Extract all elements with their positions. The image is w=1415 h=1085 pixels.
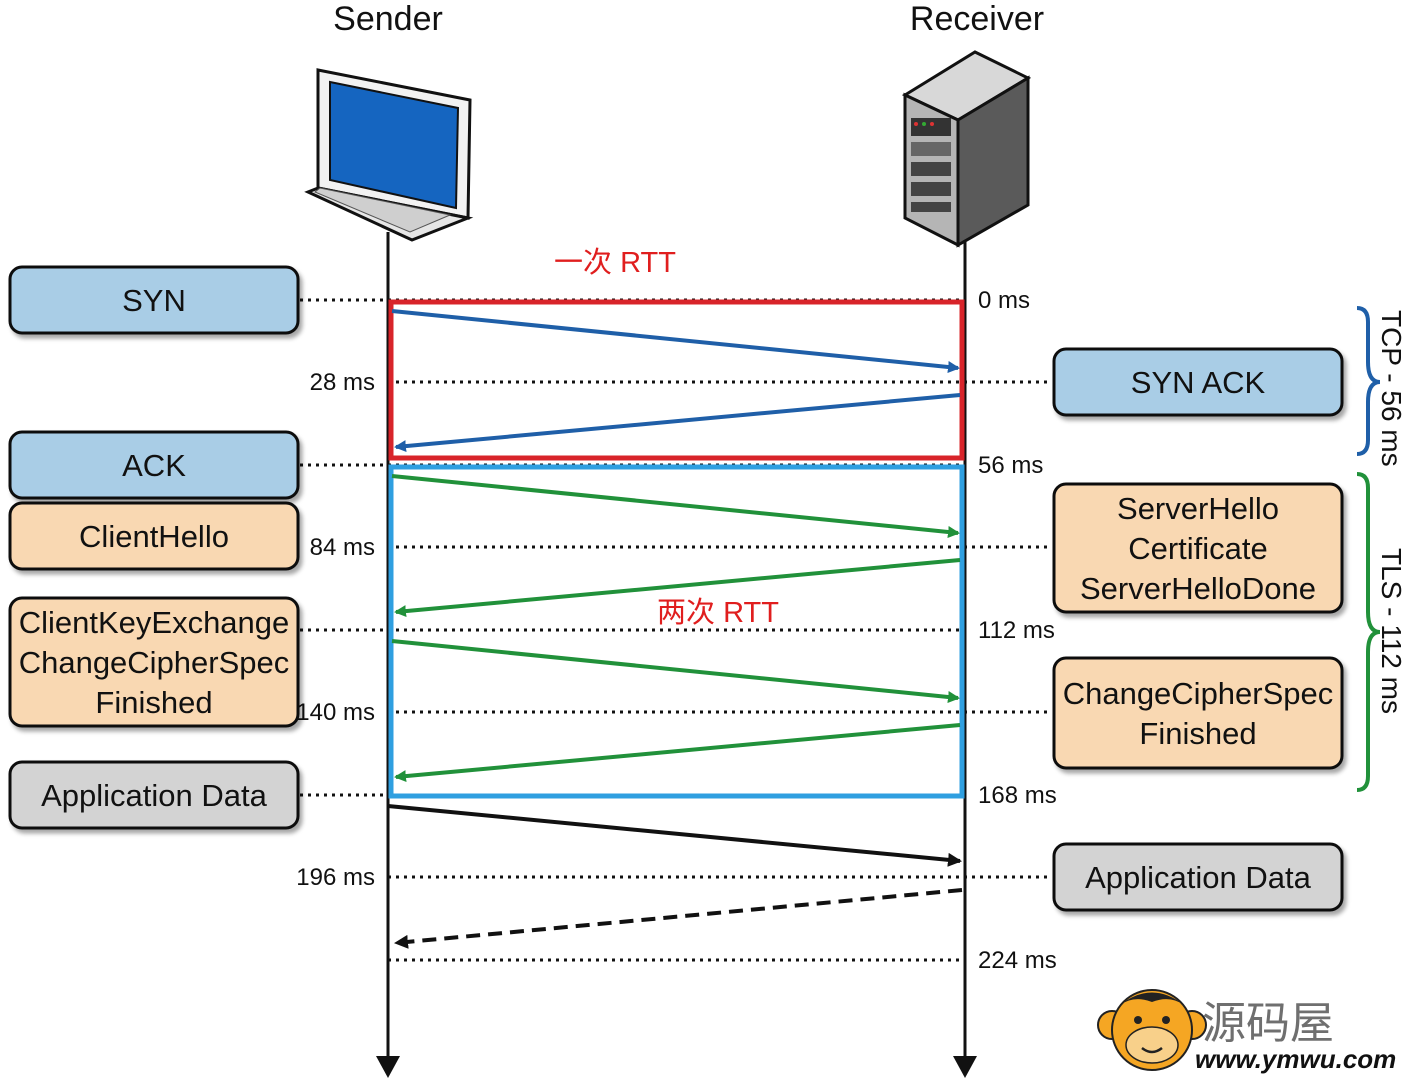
sender-label: Sender (333, 0, 443, 38)
time-label-84: 84 ms (310, 534, 375, 561)
syn-arrow (391, 309, 960, 373)
tls-brace (1356, 472, 1381, 792)
receiver-app-data-box: Application Data (1052, 842, 1344, 912)
syn-ack-box: SYN ACK (1052, 347, 1344, 417)
change-cipher-spec-line2: Finished (1139, 716, 1256, 751)
two-rtt-frame (388, 464, 965, 799)
client-key-exchange-line1: ClientKeyExchange (19, 605, 290, 640)
change-cipher-spec-box: ChangeCipherSpec Finished (1052, 656, 1344, 770)
client-key-exchange-line3: Finished (95, 685, 212, 720)
syn-ack-label: SYN ACK (1131, 365, 1266, 400)
syn-box: SYN (8, 265, 300, 335)
time-label-0: 0 ms (978, 287, 1030, 314)
sender-lifeline-arrowhead (376, 1056, 400, 1078)
time-label-56: 56 ms (978, 452, 1043, 479)
app-data-request-arrow (387, 804, 962, 867)
client-key-exchange-arrow (391, 639, 960, 703)
laptop-icon (304, 68, 474, 242)
client-key-exchange-box: ClientKeyExchange ChangeCipherSpec Finis… (8, 596, 300, 728)
watermark-title: 源码屋 (1202, 999, 1334, 1048)
one-rtt-frame (388, 299, 965, 461)
one-rtt-label: 一次 RTT (554, 246, 676, 279)
two-rtt-label: 两次 RTT (657, 596, 779, 629)
watermark-logo (1097, 989, 1207, 1071)
receiver-lifeline-arrowhead (953, 1056, 977, 1078)
server-hello-line2: Certificate (1128, 531, 1268, 566)
time-label-140: 140 ms (296, 699, 375, 726)
server-icon (901, 50, 1032, 248)
server-hello-box: ServerHello Certificate ServerHelloDone (1052, 482, 1344, 614)
ack-label: ACK (122, 448, 186, 483)
time-label-28: 28 ms (310, 369, 375, 396)
ack-box: ACK (8, 430, 300, 500)
tcp-brace (1356, 306, 1381, 456)
time-label-224: 224 ms (978, 947, 1057, 974)
receiver-label: Receiver (910, 0, 1044, 38)
sender-app-data-label: Application Data (41, 778, 268, 813)
app-data-response-arrow (394, 888, 963, 949)
change-cipher-spec-line1: ChangeCipherSpec (1063, 676, 1334, 711)
receiver-app-data-label: Application Data (1085, 860, 1312, 895)
server-hello-line3: ServerHelloDone (1080, 571, 1316, 606)
tls-phase-label: TLS - 112 ms (1376, 548, 1407, 714)
syn-label: SYN (122, 283, 186, 318)
time-label-112: 112 ms (978, 617, 1055, 644)
syn-ack-arrow (394, 393, 961, 453)
change-cipher-spec-arrow (394, 723, 961, 783)
client-hello-arrow (391, 474, 960, 538)
client-hello-box: ClientHello (8, 501, 300, 571)
sender-app-data-box: Application Data (8, 760, 300, 830)
watermark-url: www.ymwu.com (1195, 1044, 1396, 1074)
server-hello-arrow (394, 558, 961, 618)
time-label-168: 168 ms (978, 782, 1057, 809)
server-hello-line1: ServerHello (1117, 491, 1279, 526)
time-label-196: 196 ms (296, 864, 375, 891)
client-hello-label: ClientHello (79, 519, 229, 554)
tcp-phase-label: TCP - 56 ms (1376, 310, 1407, 467)
client-key-exchange-line2: ChangeCipherSpec (19, 645, 290, 680)
